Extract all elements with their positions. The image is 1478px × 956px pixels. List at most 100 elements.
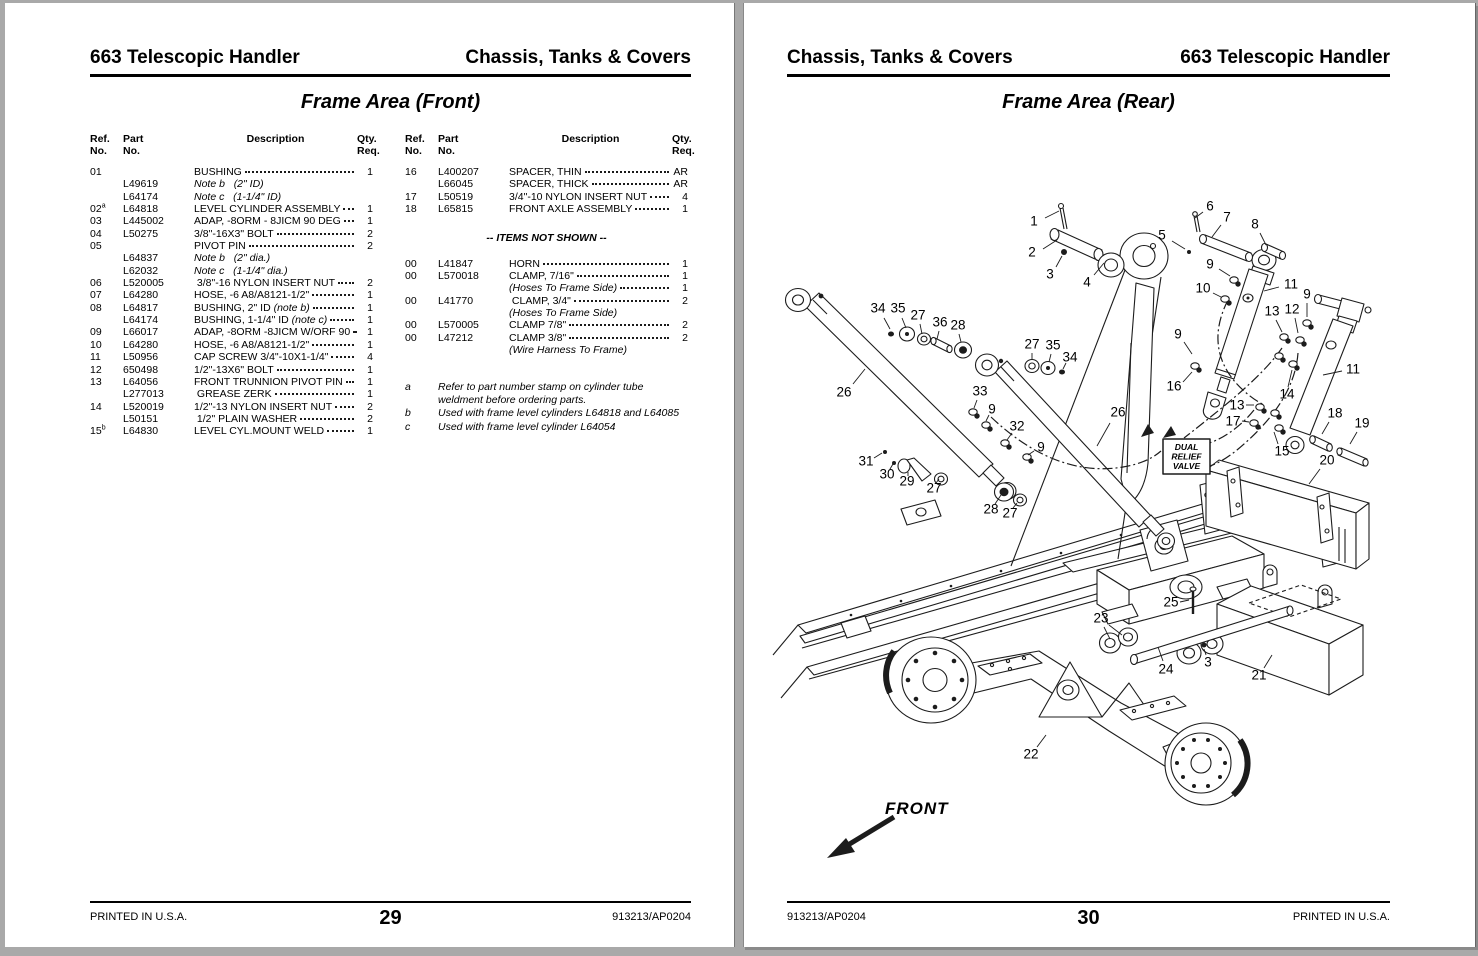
callout-number: 27 [1002,506,1017,521]
description-text: 3/4"-10 NYLON INSERT NUT [509,190,648,203]
callout-leader-line [1322,370,1343,376]
callout-number: 28 [983,502,998,517]
page-footer: 913213/AP0204 30 PRINTED IN U.S.A. [787,901,1390,929]
description-note: Note c (1-1/4" ID) [194,190,282,203]
dot-leader [576,275,669,278]
callout-leader-line [1259,232,1267,246]
callout-number: 30 [879,467,894,482]
small-hardware [883,202,1369,507]
level-cylinder-right [974,353,1176,550]
callout-leader-line [901,317,907,329]
cell-description: CLAMP 7/8" [509,319,672,331]
callout-number: 23 [1093,611,1108,626]
dot-leader [591,183,669,186]
front-direction-arrow: FRONT [827,799,948,858]
cell-part-no: L50519 [438,190,474,203]
cell-part-no: L570018 [438,270,479,283]
description-text: 1/2" PLAIN WASHER [194,412,298,425]
cell-description: GREASE ZERK [194,388,357,400]
callout-number: 32 [1009,419,1024,434]
callout-number: 27 [910,308,925,323]
rear-axle-assembly [883,636,1251,806]
dot-leader [327,430,354,433]
dot-leader [569,336,669,339]
callout-leader-line [1211,224,1222,238]
fitting-nut [1235,281,1241,287]
pivot-rod-parts [1098,586,1294,666]
footer-right: PRINTED IN U.S.A. [1292,911,1390,923]
cell-description: HOSE, -6 A8/A8121-1/2" [194,339,357,351]
callout-number: 8 [1251,217,1259,232]
callout-number: 13 [1264,304,1279,319]
table-row: (Hoses To Frame Side)1 [405,282,688,294]
dot-leader [248,245,354,248]
callout-number: 6 [1206,199,1214,214]
fitting-nut [1255,424,1261,430]
callout-number: 19 [1354,416,1369,431]
cell-ref-no: 00 [405,319,417,332]
callout-number: 27 [926,481,941,496]
footnote-text: Used with frame level cylinders L64818 a… [438,407,680,420]
description-text: PIVOT PIN [194,240,246,253]
cell-qty: 1 [367,314,373,327]
cell-ref-no: 14 [90,400,102,413]
cell-qty: 1 [367,363,373,376]
callout-number: 24 [1158,662,1174,677]
callout-number: 35 [1045,338,1060,353]
callout-number: 31 [858,454,873,469]
callout-number: 12 [1284,302,1299,317]
callout-number: 14 [1279,387,1295,402]
dot-leader [353,331,357,334]
callout-leader-line [1182,371,1193,383]
cell-description: CLAMP, 7/16" [509,270,672,282]
description-text: ADAP, -8ORM -8JICM W/ORF 90 [194,326,351,339]
description-text: 1/2"-13 NYLON INSERT NUT [194,400,333,413]
fitting-nut [1280,429,1286,435]
fitting-nut [987,426,993,432]
callout-leader-line [1157,646,1164,662]
fitting-body [1274,352,1284,360]
cell-part-no: L277013 [123,388,164,401]
callout-number: 21 [1251,668,1266,683]
fitting-nut [1301,341,1307,347]
callout-number: 27 [1024,337,1039,352]
cell-qty: AR [673,166,688,178]
callout-leader-line [1183,341,1193,355]
cell-part-no: L50151 [123,412,159,425]
callout-leader-line [1287,369,1293,388]
page-29: 663 Telescopic Handler Chassis, Tanks & … [5,3,735,947]
dot-leader [330,319,354,322]
dot-leader [343,220,354,223]
cell-part-no: L64280 [123,289,159,302]
dot-leader [584,171,669,173]
fitting-nut [1294,365,1300,371]
description-text: CLAMP 3/8" [509,331,567,344]
cell-description: SPACER, THICK [509,178,672,190]
description-text: CLAMP 7/8" [509,319,567,332]
cell-qty: 1 [367,215,373,228]
callout-number: 33 [972,384,987,399]
col-header-qty: Qty.Req. [357,133,380,157]
hydraulic-fittings [968,276,1314,464]
footnote-text: Refer to part number stamp on cylinder t… [438,381,644,406]
callout-number: 9 [1174,327,1182,342]
callout-leader-line [1263,286,1280,292]
footnote-marker: a [101,202,106,210]
cell-qty: 1 [682,282,688,295]
description-text: HORN [509,257,540,270]
cell-qty: 1 [682,270,688,283]
footer-left: 913213/AP0204 [787,911,866,923]
callout-number: 22 [1023,747,1038,762]
description-text: BUSHING, 1-1/4" ID [194,314,292,327]
dot-leader [335,405,354,408]
callout-leader-line [889,463,894,470]
